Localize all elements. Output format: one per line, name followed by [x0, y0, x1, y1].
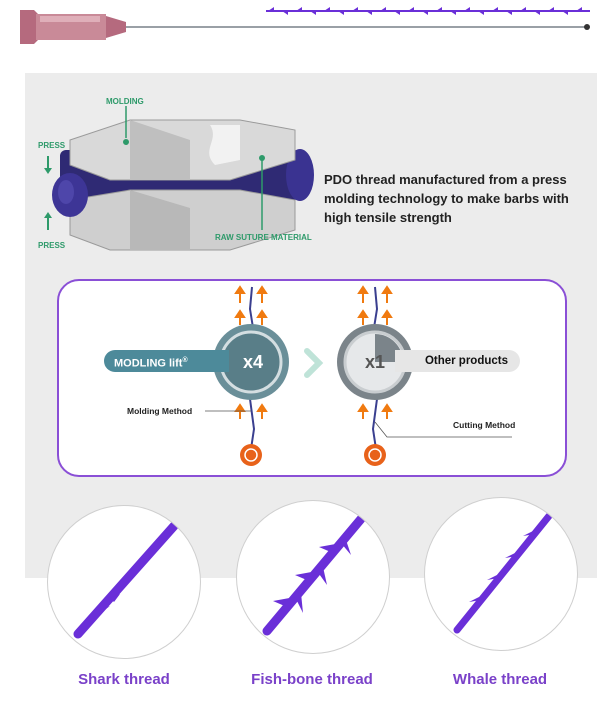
press-molding-diagram: [44, 106, 314, 251]
cutting-method-label: Cutting Method: [453, 420, 516, 430]
whale-thread-label: Whale thread: [452, 671, 548, 688]
fish-bone-thread-image: [236, 500, 390, 654]
other-products-label: Other products: [395, 350, 520, 372]
shark-thread-image: [47, 505, 201, 659]
comparison-graphic: [205, 285, 512, 466]
press-bottom-label: PRESS: [38, 241, 66, 250]
modling-lift-label: MODLING lift®: [104, 350, 229, 372]
shark-thread-label: Shark thread: [78, 671, 170, 688]
raw-suture-label: RAW SUTURE MATERIAL: [215, 233, 312, 242]
molding-method-label: Molding Method: [127, 406, 193, 416]
whale-thread-image: [424, 497, 578, 651]
left-multiplier: x4: [242, 352, 264, 372]
press-top-label: PRESS: [38, 141, 66, 150]
molding-label: MOLDING: [106, 97, 144, 106]
description-text: PDO thread manufactured from a press mol…: [324, 172, 569, 225]
registered-mark: ®: [182, 357, 188, 364]
right-multiplier: x1: [364, 352, 386, 372]
brand-name: MODLING lift: [114, 357, 183, 370]
fish-bone-thread-label: Fish-bone thread: [251, 671, 373, 688]
needle-illustration: [0, 0, 597, 60]
comparison-box: [57, 279, 567, 477]
